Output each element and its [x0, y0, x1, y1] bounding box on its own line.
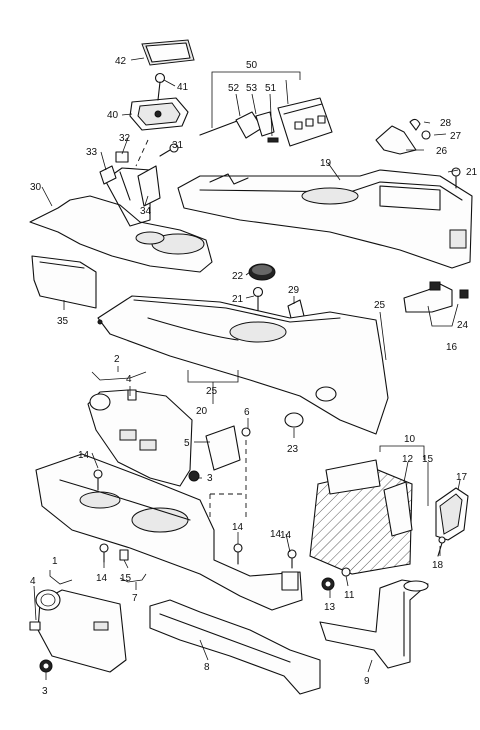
callout-35: 35	[57, 316, 69, 327]
callout-25a: 25	[374, 300, 386, 311]
callout-21a: 21	[466, 167, 478, 178]
callout-9: 9	[364, 676, 370, 687]
dashed-assembly-lines	[135, 139, 247, 520]
callout-42: 42	[115, 56, 127, 67]
callout-29: 29	[288, 285, 300, 296]
callout-12: 12	[402, 454, 414, 465]
callout-52: 52	[228, 83, 240, 94]
storage-lid	[141, 39, 195, 66]
center-console-upper	[177, 169, 473, 269]
callout-31: 31	[172, 140, 184, 151]
callout-40: 40	[107, 110, 119, 121]
callout-8: 8	[204, 662, 210, 673]
screw-41	[154, 72, 166, 101]
switch-bracket	[199, 111, 279, 143]
callout-22: 22	[232, 271, 244, 282]
callout-33: 33	[86, 147, 98, 158]
callout-11: 11	[344, 590, 355, 601]
cover-17	[435, 487, 469, 541]
callout-16: 16	[446, 342, 458, 353]
callout-26: 26	[436, 146, 448, 157]
callout-3a: 3	[42, 686, 48, 697]
switch-panel	[277, 97, 333, 147]
nut-3a	[39, 659, 53, 673]
bracket-16	[403, 281, 469, 313]
callout-17: 17	[456, 472, 468, 483]
callout-27: 27	[450, 131, 462, 142]
callout-18: 18	[432, 560, 444, 571]
fasteners	[93, 143, 446, 591]
lower-console-panel	[97, 295, 389, 435]
clip-27-28	[409, 118, 431, 140]
callout-7: 7	[132, 593, 138, 604]
storage-bin-10	[309, 459, 413, 575]
callout-19: 19	[320, 158, 332, 169]
trim-35	[31, 255, 97, 309]
bracket-32-33	[99, 151, 129, 185]
bracket-34	[137, 165, 161, 207]
callout-51: 51	[265, 83, 277, 94]
clip-4a	[29, 621, 41, 631]
callout-14d: 14	[96, 573, 108, 584]
cap-23	[284, 412, 304, 428]
callout-32: 32	[119, 133, 131, 144]
callout-25b: 25	[206, 386, 218, 397]
callout-13: 13	[324, 602, 336, 613]
callout-10: 10	[404, 434, 416, 445]
callout-50: 50	[246, 60, 258, 71]
callout-5: 5	[184, 438, 190, 449]
callout-34: 34	[140, 206, 152, 217]
callout-14b: 14	[232, 522, 244, 533]
callout-labels: 42 41 40 32 31 33 34 30 50 52 53 51 19 2…	[30, 56, 478, 697]
air-duct-8	[149, 599, 321, 695]
frame-2	[87, 389, 193, 487]
emblem-22	[248, 263, 276, 281]
callout-3b: 3	[207, 473, 213, 484]
console-side-30	[29, 167, 213, 273]
leader-lines	[33, 57, 461, 680]
lower-support-7	[35, 453, 303, 611]
callout-21b: 21	[232, 294, 244, 305]
callout-41: 41	[177, 82, 189, 93]
callout-6: 6	[244, 407, 250, 418]
callout-14a: 14	[78, 450, 90, 461]
callout-14c: 14	[280, 530, 292, 541]
callout-24: 24	[457, 320, 469, 331]
callout-4b: 4	[126, 374, 132, 385]
callout-15a: 15	[120, 573, 132, 584]
bracket-5	[205, 425, 251, 471]
callout-1: 1	[52, 556, 58, 567]
callout-30: 30	[30, 182, 42, 193]
callout-4a: 4	[30, 576, 36, 587]
callout-14e: 14	[270, 529, 282, 540]
air-duct-9	[319, 579, 429, 669]
storage-tray	[129, 97, 189, 131]
callout-20: 20	[196, 406, 208, 417]
callout-2: 2	[114, 354, 120, 365]
callout-28: 28	[440, 118, 452, 129]
callout-15b: 15	[422, 454, 434, 465]
bracket-1	[35, 589, 127, 673]
screw-21b	[252, 286, 264, 313]
callout-53: 53	[246, 83, 258, 94]
callout-23: 23	[287, 444, 299, 455]
